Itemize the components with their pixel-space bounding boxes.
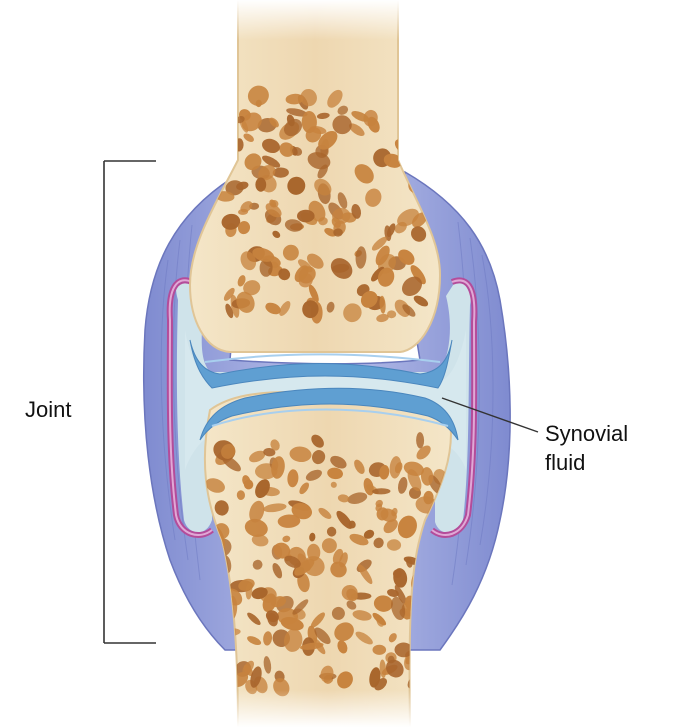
bone-pore bbox=[407, 124, 419, 133]
joint-label: Joint bbox=[25, 397, 71, 422]
bone-pore bbox=[429, 672, 440, 683]
bone-pore bbox=[206, 663, 225, 681]
bottom-fade bbox=[230, 690, 420, 727]
bone-pore bbox=[410, 146, 428, 156]
bone-pore bbox=[223, 126, 235, 146]
synovial-label-line1: Synovial bbox=[545, 421, 628, 446]
bone-pore bbox=[218, 132, 234, 150]
bone-pore bbox=[217, 106, 235, 126]
upper-bone bbox=[190, 0, 440, 352]
bone-pore bbox=[401, 91, 415, 108]
bone-pore bbox=[408, 87, 427, 106]
bone-pore bbox=[373, 645, 387, 655]
synovial-label-line2: fluid bbox=[545, 450, 585, 475]
bone-pore bbox=[418, 676, 437, 692]
bone-pore bbox=[411, 88, 434, 109]
top-fade bbox=[230, 0, 410, 40]
bone-pore bbox=[255, 178, 266, 192]
bone-pore bbox=[407, 88, 422, 103]
lower-bone bbox=[203, 392, 451, 727]
bone-pore bbox=[388, 656, 395, 664]
bone-pore bbox=[297, 210, 315, 223]
